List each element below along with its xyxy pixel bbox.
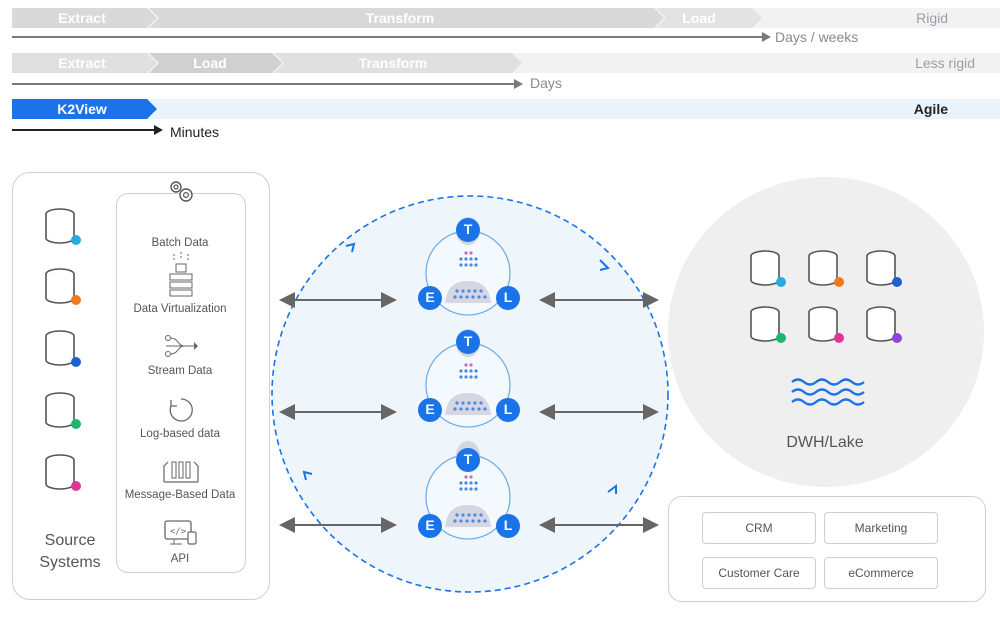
badge-t [456,330,480,354]
row2-load-label: Load [193,55,227,71]
badge-t [456,448,480,472]
rotation-arrow-icon [607,484,617,494]
log-based-icon [169,398,193,422]
badge-l-label: L [503,517,513,533]
badge-e [418,398,442,422]
data-type-stream: Stream Data [147,365,213,377]
rotation-arrow-icon [599,259,610,271]
dwh-database-icon [866,250,902,287]
badge-l [496,286,520,310]
badge-t-label: T [463,333,473,349]
dwh-databases [750,250,902,343]
badge-e [418,286,442,310]
row2-duration: Days [530,75,562,91]
source-database-icon [45,268,81,305]
data-type-log-based: Log-based data [140,428,220,440]
source-database-icon [45,330,81,367]
badge-t [456,218,480,242]
stream-data-icon [165,335,198,357]
row3-rigidity: Agile [913,101,948,117]
app-marketing: Marketing [824,512,938,544]
row2-chevrons [12,53,522,73]
dwh-database-icon [866,306,902,343]
source-databases [45,208,81,491]
timeline-row-agile [12,99,1000,119]
row1-extract-label: Extract [58,10,106,26]
row3-duration-line [12,129,156,131]
dwh-lake-label: DWH/Lake [786,434,864,451]
source-database-icon [45,392,81,429]
source-database-icon [45,208,81,245]
badge-e [418,514,442,538]
data-type-message-based: Message-Based Data [124,489,236,501]
row1-chevrons [12,8,762,28]
badge-t-label: T [463,221,473,237]
dwh-database-icon [750,250,786,287]
message-based-icon [163,461,199,483]
app-ecommerce: eCommerce [824,557,938,589]
badge-l-label: L [503,401,513,417]
rotation-arrow-icon [302,470,313,481]
row3-k2view-label: K2View [57,101,107,117]
row1-load-label: Load [682,10,716,26]
data-type-batch: Batch Data [151,237,209,249]
badge-t-label: T [463,451,473,467]
row2-duration-line [12,83,516,85]
gears-icon [170,181,193,202]
api-icon: </> [164,520,197,545]
dwh-database-icon [808,306,844,343]
row2-transform-label: Transform [358,55,428,71]
data-types-panel [116,193,246,573]
row3-duration: Minutes [170,124,220,140]
badge-l-label: L [503,289,513,305]
row1-rigidity: Rigid [916,10,948,26]
row2-extract-label: Extract [58,55,106,71]
rotation-arrow-icon [345,242,356,253]
badge-l [496,398,520,422]
data-type-api: API [170,553,190,565]
badge-l [496,514,520,538]
data-lake-waves-icon [791,378,865,406]
app-crm: CRM [702,512,816,544]
row2-rigidity: Less rigid [915,55,975,71]
row3-chevron [12,99,157,119]
row1-duration-line [12,36,764,38]
badge-e-label: E [425,289,435,305]
badge-e-label: E [425,401,435,417]
row1-transform-label: Transform [365,10,435,26]
app-customer-care: Customer Care [702,557,816,589]
svg-text:</>: </> [170,527,187,537]
data-flow-arrows [279,292,659,533]
source-database-icon [45,454,81,491]
dwh-database-icon [750,306,786,343]
data-virtualization-icon [169,252,193,297]
badge-e-label: E [425,517,435,533]
row1-duration: Days / weeks [775,29,859,45]
data-type-virtualization: Data Virtualization [133,303,227,315]
dwh-database-icon [808,250,844,287]
